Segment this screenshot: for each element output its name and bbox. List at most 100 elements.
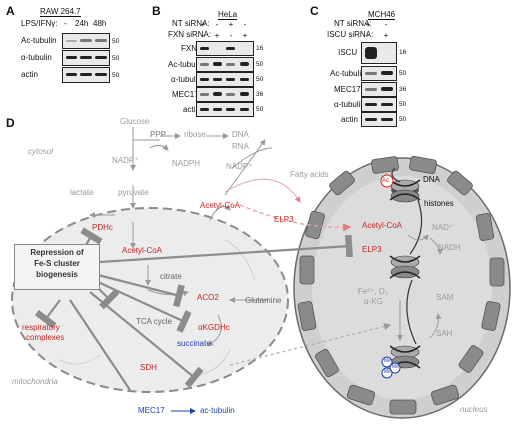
panel-b-blot-fxn xyxy=(196,41,254,56)
panel-c-row-a-tubulin: α-tubulin xyxy=(334,100,365,109)
panel-b-cond1-label: NT siRNA: xyxy=(172,19,210,28)
panel-c-row-iscu: ISCU xyxy=(338,48,358,57)
panel-b-blot-ac-tubulin xyxy=(196,57,254,72)
panel-b-mw-3: 50 xyxy=(256,76,264,83)
panel-b-row-actin: actin xyxy=(183,105,200,114)
panel-c-mw-5: 50 xyxy=(399,116,407,123)
pyruvate-label: pyruvate xyxy=(118,188,149,197)
panel-b-cond2-2: + xyxy=(214,31,220,40)
me-mark-3 xyxy=(381,367,393,379)
histones-label: histones xyxy=(424,199,454,208)
cytosol-acetyl-coa-label: Acetyl-CoA xyxy=(200,201,241,210)
panel-b-mw-4: 36 xyxy=(256,91,264,98)
panel-a-label: A xyxy=(6,4,15,18)
panel-c-cell-line: MCH46 xyxy=(368,10,396,20)
me-label-3: Me xyxy=(384,369,391,375)
panel-b-cond2-1: - xyxy=(201,31,205,40)
aco2-label: ACO2 xyxy=(197,293,219,302)
panel-b-row-mec17: MEC17 xyxy=(172,90,199,99)
panel-b-blot-mec17 xyxy=(196,87,254,102)
fatty-acids-label: Fatty acids xyxy=(290,170,329,179)
glutamine-label: Glutamine xyxy=(245,296,282,305)
panel-a-condition-label: LPS/IFNγ: xyxy=(21,19,58,28)
panel-a-lane-3: 48h xyxy=(93,19,107,28)
panel-a-row-ac-tubulin: Ac-tubulin xyxy=(21,36,57,45)
panel-c-blot-ac-tubulin xyxy=(361,66,397,81)
panel-c-blot-mec17 xyxy=(361,82,397,97)
panel-a-lane-2: 24h xyxy=(75,19,89,28)
panel-b-cond1-1: + xyxy=(200,20,206,29)
panel-b-row-ac-tubulin: Ac-tubulin xyxy=(168,60,204,69)
panel-b-row-fxn: FXN xyxy=(181,44,197,53)
rna-cyto-label: RNA xyxy=(232,142,249,151)
nadp-plus-label: NADP⁺ xyxy=(112,156,139,165)
nucleosome-top xyxy=(389,179,421,203)
panel-c-mw-3: 36 xyxy=(399,86,407,93)
panel-b-cond2-3: - xyxy=(229,31,233,40)
akg-label: α-KG xyxy=(364,297,383,306)
panel-a-mw-2: 50 xyxy=(112,55,120,62)
panel-b-cond1-4: - xyxy=(243,20,247,29)
panel-a-lane-1: - xyxy=(64,19,67,28)
glucose-label: Glucose xyxy=(120,117,150,126)
pdhc-label: PDHc xyxy=(92,223,113,232)
panel-c-cond2-label: ISCU siRNA: xyxy=(327,30,374,39)
panel-c-mw-1: 16 xyxy=(399,49,407,56)
panel-b-blot-actin xyxy=(196,102,254,117)
ribose-label: ribose xyxy=(184,130,206,139)
me-mark-1 xyxy=(389,362,401,374)
tca-cycle-label: TCA cycle xyxy=(136,317,173,326)
repression-box: Repression of Fe-S cluster biogenesis xyxy=(14,244,100,290)
akgdhc-label: αKGDHc xyxy=(198,323,230,332)
panel-a-cell-line: RAW 264.7 xyxy=(40,7,81,17)
panel-a-blot-a-tubulin xyxy=(62,50,110,66)
panel-b-cond1-3: + xyxy=(228,20,234,29)
panel-c-cond2-1: - xyxy=(366,31,370,40)
ac-tubulin-label: ac-tubulin xyxy=(200,406,235,415)
me-label-1: Me xyxy=(392,364,399,370)
dna-cyto-label: DNA xyxy=(232,130,249,139)
cytosol-label: cytosol xyxy=(28,147,53,156)
sdh-label: SDH xyxy=(140,363,157,372)
panel-d-label: D xyxy=(6,116,15,130)
panel-b-row-a-tubulin: α-tubulin xyxy=(171,75,202,84)
panel-c-cond1-1: + xyxy=(365,20,371,29)
panel-b-cond1-2: - xyxy=(215,20,219,29)
nucleus-dna-label: DNA xyxy=(423,175,440,184)
panel-b-blot-a-tubulin xyxy=(196,72,254,87)
panel-c-mw-2: 50 xyxy=(399,70,407,77)
panel-a-mw-3: 50 xyxy=(112,72,120,79)
panel-b-mw-5: 50 xyxy=(256,106,264,113)
nucleus-elp3-label: ELP3 xyxy=(362,245,382,254)
cytosol-elp3-label: ELP3 xyxy=(274,215,294,224)
repression-box-line-1: Repression of xyxy=(30,248,84,257)
panel-b-mw-2: 50 xyxy=(256,61,264,68)
fe-o2-label: Fe²⁺, O₂ xyxy=(358,287,388,296)
me-mark-2 xyxy=(381,356,393,368)
panel-c-label: C xyxy=(310,4,319,18)
panel-c-mw-4: 50 xyxy=(399,101,407,108)
panel-b-cond2-label: FXN siRNA: xyxy=(168,30,212,39)
panel-b-label: B xyxy=(152,4,161,18)
panel-c-blot-actin xyxy=(361,112,397,127)
me-label-2: Me xyxy=(384,358,391,364)
panel-c-cond2-2: + xyxy=(383,31,389,40)
panel-c-row-mec17: MEC17 xyxy=(334,85,361,94)
nucleosome-middle xyxy=(389,255,421,279)
panel-c-cond1-label: NT siRNA: xyxy=(334,19,372,28)
ac-mark-label: Ac xyxy=(382,178,390,184)
panel-a-mw-1: 50 xyxy=(112,38,120,45)
citrate-label: citrate xyxy=(160,272,182,281)
panel-b-cond2-4: + xyxy=(242,31,248,40)
panel-a-row-a-tubulin: α-tubulin xyxy=(21,53,52,62)
panel-b-cell-line: HeLa xyxy=(218,10,238,20)
panel-b-mw-1: 16 xyxy=(256,45,264,52)
repression-box-line-2: Fe-S cluster xyxy=(34,259,80,268)
panel-a-row-actin: actin xyxy=(21,70,38,79)
mito-acetyl-coa-label: Acetyl-CoA xyxy=(122,246,163,255)
panel-c-row-ac-tubulin: Ac-tubulin xyxy=(330,69,366,78)
resp-label-2: complexes xyxy=(26,333,65,342)
nadp-plus-2-label: NADP⁺ xyxy=(226,162,253,171)
mitochondria-label: mitochondria xyxy=(12,377,58,386)
